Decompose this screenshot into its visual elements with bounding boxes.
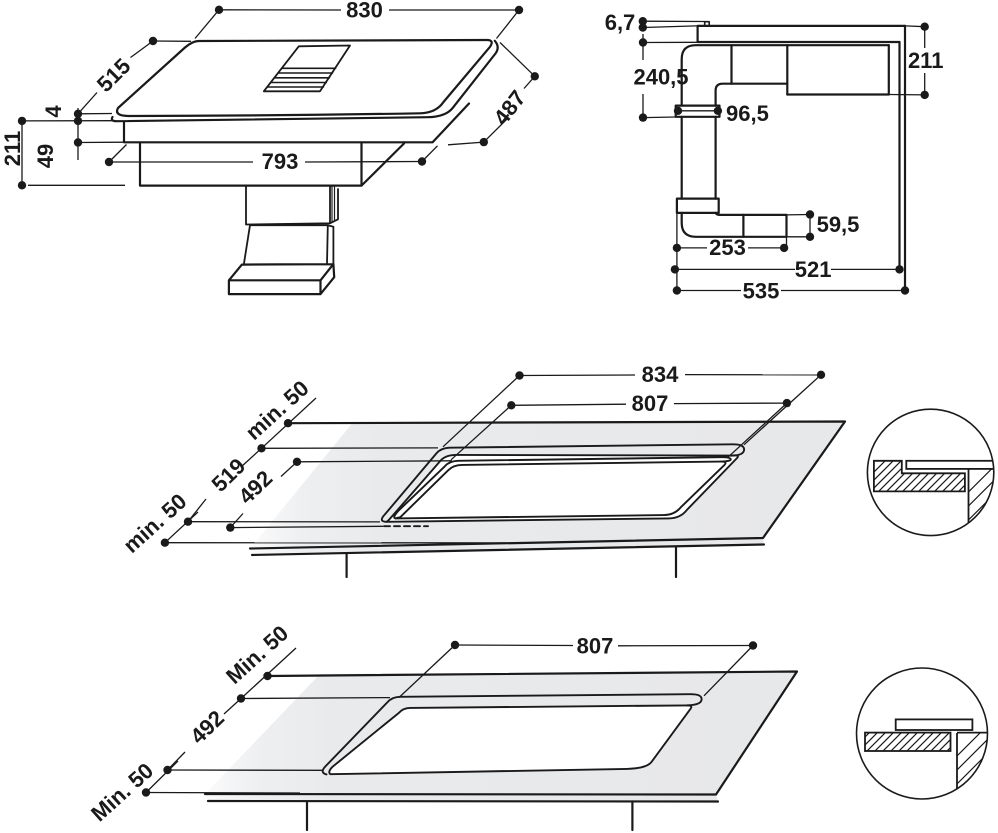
svg-text:240,5: 240,5 <box>633 65 688 90</box>
svg-text:59,5: 59,5 <box>817 212 860 237</box>
svg-text:830: 830 <box>346 0 383 23</box>
svg-text:4: 4 <box>41 105 66 118</box>
svg-text:49: 49 <box>33 144 58 168</box>
svg-text:211: 211 <box>908 48 944 73</box>
svg-text:521: 521 <box>795 257 832 282</box>
svg-text:807: 807 <box>577 634 614 659</box>
svg-text:807: 807 <box>632 391 669 416</box>
svg-text:6,7: 6,7 <box>605 10 636 35</box>
svg-text:96,5: 96,5 <box>726 101 769 126</box>
svg-text:211: 211 <box>0 131 25 167</box>
svg-text:535: 535 <box>743 279 780 304</box>
svg-text:793: 793 <box>262 149 299 174</box>
svg-text:253: 253 <box>709 235 746 260</box>
svg-text:834: 834 <box>642 362 679 387</box>
